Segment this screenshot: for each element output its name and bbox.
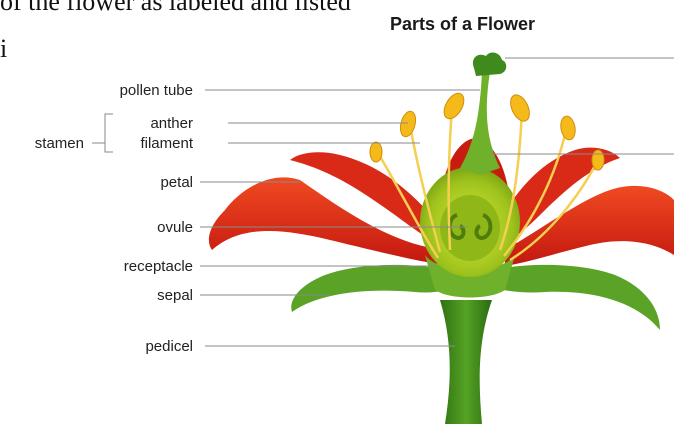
label-ovule: ovule xyxy=(157,219,193,236)
header-text-fragment-2: i xyxy=(0,34,7,63)
label-sepal: sepal xyxy=(157,287,193,304)
label-pollen-tube: pollen tube xyxy=(120,82,193,99)
label-receptacle: receptacle xyxy=(124,258,193,275)
diagram-title: Parts of a Flower xyxy=(390,14,535,34)
label-petal: petal xyxy=(160,174,193,191)
header-text-fragment: of the flower as labeled and listed xyxy=(0,0,351,16)
pedicel-shape xyxy=(440,300,492,424)
style-shape xyxy=(460,72,500,175)
flower-illustration xyxy=(209,53,674,424)
label-filament: filament xyxy=(140,135,193,152)
stigma-shape xyxy=(473,53,506,76)
label-stamen: stamen xyxy=(35,135,84,152)
label-anther: anther xyxy=(150,115,193,132)
label-pedicel: pedicel xyxy=(145,338,193,355)
